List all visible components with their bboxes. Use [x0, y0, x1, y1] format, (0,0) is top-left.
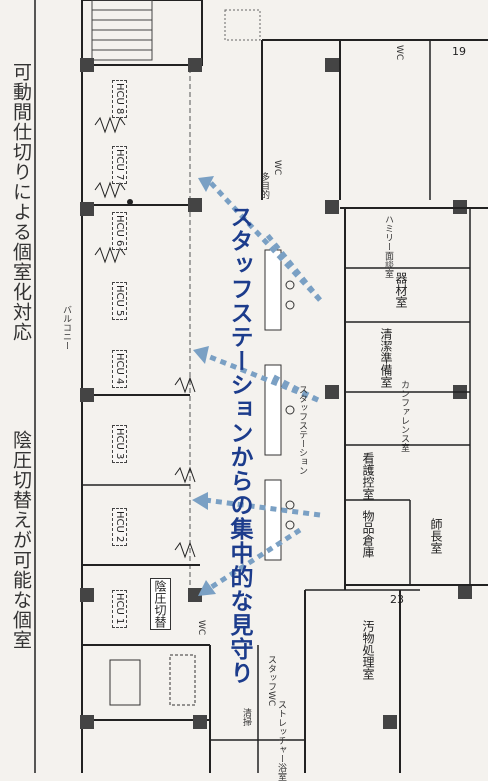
room-label-prep: 清潔準備室 [379, 328, 393, 388]
room-label-dayroom: ハミリー面談室 [383, 215, 393, 278]
bed-label-hcu-2: HCU 2 [112, 508, 127, 546]
room-label-wc-3: WC [394, 45, 404, 61]
room-label-cleaning: 清掃 [241, 708, 251, 726]
room-label-staff-station: スタッフステーション [297, 385, 307, 475]
bed-label-hcu-8: HCU 8 [112, 80, 127, 118]
bed-label-hcu-6: HCU 6 [112, 212, 127, 250]
room-label-conference: カンファレンス室 [399, 380, 409, 452]
room-label-staff-wc: スタッフWC [266, 655, 276, 707]
annotation-negative-pressure-room: 陰圧切替えが可能な個室 [10, 430, 32, 650]
room-label-supply: 物品倉庫 [361, 510, 375, 558]
room-label-multipurpose: 多目的 [259, 172, 269, 199]
room-label-chief: 師長室 [429, 518, 443, 554]
room-number-23: 23 [390, 593, 404, 606]
room-label-negative-pressure: 陰圧切替 [150, 578, 171, 630]
annotation-staff-station-watch: スタッフステーションからの集中的な見守り [226, 205, 252, 685]
bed-label-hcu-4: HCU 4 [112, 350, 127, 388]
room-number-19: 19 [452, 45, 466, 58]
room-label-dirty-utility: 汚物処理室 [361, 620, 375, 680]
annotation-movable-partition: 可動間仕切りによる個室化対応 [10, 62, 32, 342]
room-label-balcony: バルコニー [61, 305, 71, 350]
bed-label-hcu-5: HCU 5 [112, 282, 127, 320]
bed-label-hcu-7: HCU 7 [112, 146, 127, 184]
bed-label-hcu-3: HCU 3 [112, 425, 127, 463]
bed-label-hcu-1: HCU 1 [112, 590, 127, 628]
room-label-wc-2: WC [272, 160, 282, 176]
room-label-wc-1: WC [196, 620, 206, 636]
room-label-stretcher-bath: ストレッチャー浴室 [276, 700, 286, 781]
room-label-nurse-sub: 看護控室 [361, 452, 375, 500]
room-label-pharmacy: 器材室 [394, 272, 408, 308]
